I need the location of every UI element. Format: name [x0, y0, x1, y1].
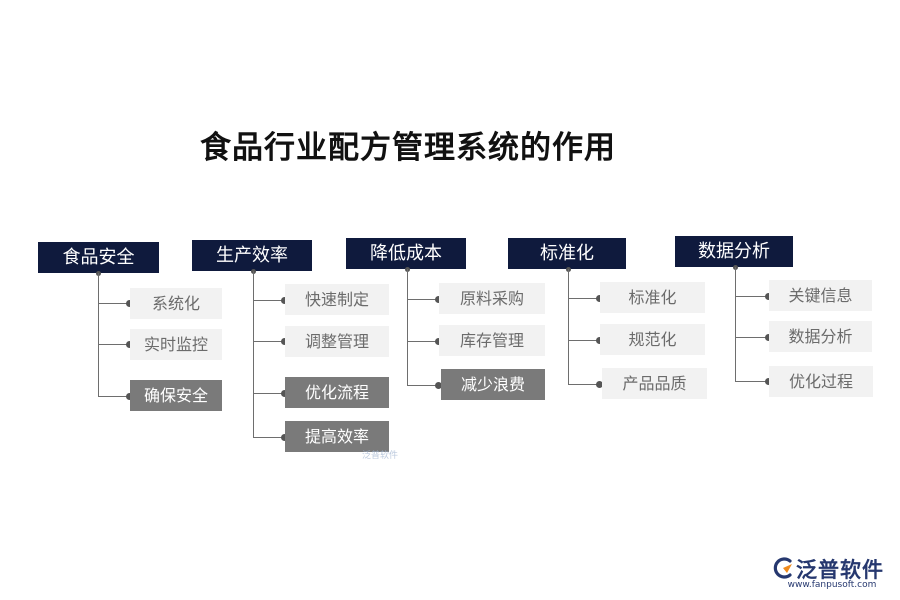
item-standardize: 标准化 — [600, 282, 705, 313]
connector-dot — [765, 378, 772, 385]
connector-line — [735, 296, 769, 297]
connector-line — [407, 341, 439, 342]
item-raw-material-procurement: 原料采购 — [439, 283, 545, 314]
fanpu-logo-icon — [773, 557, 792, 579]
connector-line — [98, 396, 130, 397]
brand-logo: 泛普软件 www.fanpusoft.com — [770, 556, 892, 592]
connector-line — [253, 271, 254, 437]
connector-line — [253, 437, 285, 438]
connector-line — [568, 298, 600, 299]
column-header-data-analysis: 数据分析 — [675, 236, 793, 267]
item-product-quality: 产品品质 — [602, 368, 707, 399]
item-improve-efficiency: 提高效率 — [285, 421, 389, 452]
connector-line — [407, 385, 439, 386]
connector-dot — [596, 381, 603, 388]
connector-dot — [765, 293, 772, 300]
connector-line — [568, 340, 600, 341]
connector-line — [407, 269, 408, 385]
connector-dot — [765, 334, 772, 341]
connector-line — [735, 267, 736, 381]
connector-dot — [281, 297, 288, 304]
connector-dot — [596, 337, 603, 344]
connector-line — [98, 303, 130, 304]
item-systemization: 系统化 — [130, 288, 222, 319]
connector-dot — [435, 382, 442, 389]
connector-line — [253, 341, 285, 342]
item-quick-formulation: 快速制定 — [285, 284, 389, 315]
connector-line — [407, 299, 439, 300]
item-adjustment-management: 调整管理 — [285, 326, 389, 357]
connector-line — [253, 300, 285, 301]
item-key-information: 关键信息 — [769, 280, 872, 311]
connector-dot — [126, 393, 133, 400]
item-data-analysis: 数据分析 — [769, 321, 872, 352]
connector-dot — [281, 338, 288, 345]
connector-line — [568, 384, 600, 385]
item-realtime-monitoring: 实时监控 — [130, 329, 222, 360]
connector-dot — [281, 390, 288, 397]
connector-line — [735, 337, 769, 338]
column-header-food-safety: 食品安全 — [38, 242, 159, 273]
page-title: 食品行业配方管理系统的作用 — [200, 130, 616, 166]
connector-dot — [126, 300, 133, 307]
connector-line — [735, 381, 769, 382]
column-header-standardization: 标准化 — [508, 238, 626, 269]
connector-dot — [435, 338, 442, 345]
connector-line — [98, 344, 130, 345]
connector-dot — [126, 341, 133, 348]
item-optimize-process-data: 优化过程 — [769, 366, 873, 397]
item-inventory-management: 库存管理 — [439, 325, 545, 356]
connector-line — [568, 269, 569, 384]
connector-dot — [435, 296, 442, 303]
item-optimize-process: 优化流程 — [285, 377, 389, 408]
logo-name: 泛普软件 — [796, 558, 884, 582]
column-header-reduce-cost: 降低成本 — [346, 238, 466, 269]
connector-dot — [596, 295, 603, 302]
item-reduce-waste: 减少浪费 — [441, 369, 545, 400]
connector-dot — [281, 434, 288, 441]
item-normalize: 规范化 — [600, 324, 705, 355]
watermark: 泛普软件 — [362, 451, 399, 461]
connector-line — [253, 393, 285, 394]
connector-line — [98, 273, 99, 396]
item-ensure-safety: 确保安全 — [130, 380, 222, 411]
logo-url: www.fanpusoft.com — [787, 580, 877, 590]
column-header-production-efficiency: 生产效率 — [192, 240, 312, 271]
